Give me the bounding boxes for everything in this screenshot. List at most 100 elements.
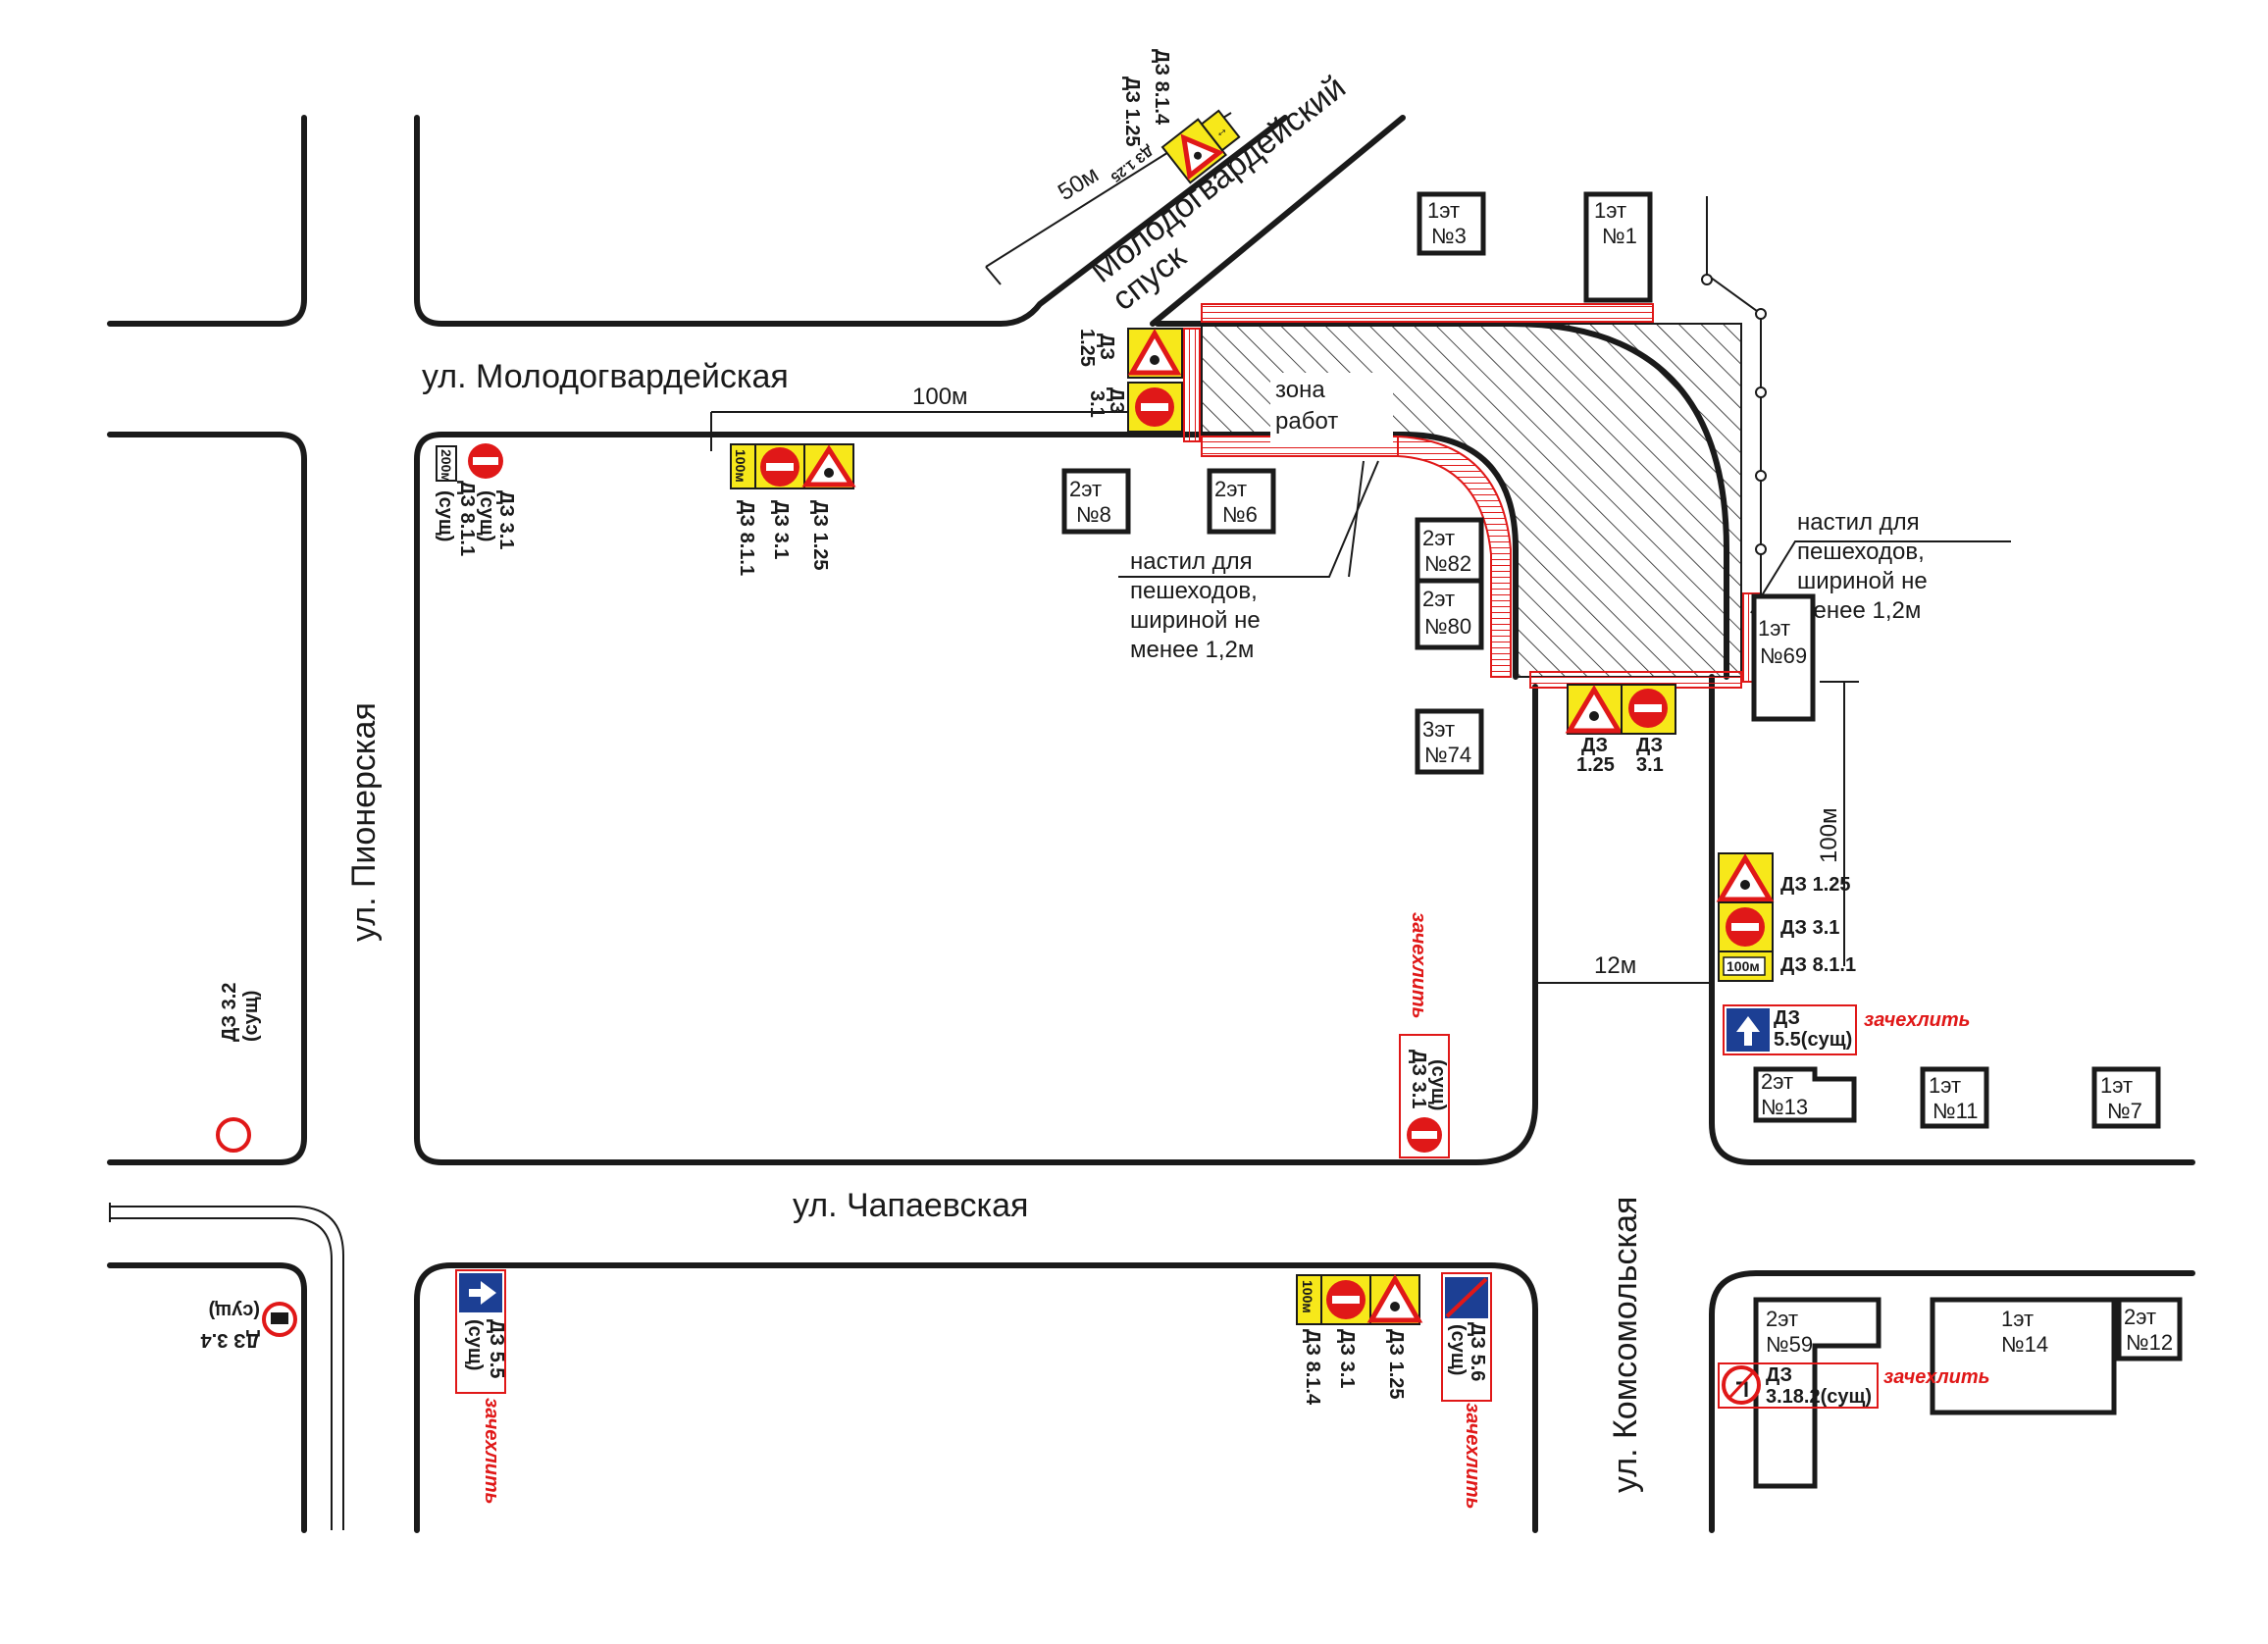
svg-text:ДЗ 8.1.1: ДЗ 8.1.1 [456,481,478,556]
lamp-line [1706,196,1762,677]
sign-stack-entrance: ДЗ 1.25 ДЗ 3.1 [1076,328,1183,433]
svg-text:5.5(сущ): 5.5(сущ) [1774,1029,1852,1051]
svg-text:100м: 100м [1727,958,1760,974]
svg-text:1эт: 1эт [2100,1073,2133,1098]
svg-text:2эт: 2эт [1422,587,1455,611]
pedestrian-deck [1183,328,1201,442]
sign-label: ДЗ [1106,387,1127,414]
sign-exist-3-1: ДЗ 3.1 (сущ) зачехлить [1399,912,1450,1158]
building: 1эт №69 [1751,593,1816,722]
work-zone-label: работ [1275,408,1338,435]
svg-text:ДЗ 3.1: ДЗ 3.1 [1408,1050,1429,1108]
building: 2эт №82 [1415,517,1484,584]
svg-text:(сущ): (сущ) [1427,1059,1449,1110]
tram-track [110,1206,344,1530]
svg-text:№82: №82 [1424,551,1471,576]
sign-exist-3-2: ДЗ 3.2 (сущ) [216,983,262,1153]
svg-text:3эт: 3эт [1422,717,1455,742]
svg-text:ДЗ 3.1: ДЗ 3.1 [495,490,517,549]
svg-text:1эт: 1эт [1594,198,1626,223]
svg-text:ДЗ: ДЗ [1774,1007,1800,1029]
svg-text:ДЗ: ДЗ [1636,735,1663,756]
svg-text:ДЗ 3.2: ДЗ 3.2 [219,983,240,1042]
svg-text:2эт: 2эт [1761,1069,1793,1094]
road-edge [1150,115,1406,327]
work-zone: зона работ [1183,274,1767,689]
svg-text:2эт: 2эт [2124,1305,2156,1329]
building: 2эт №6 [1207,468,1276,535]
building: 2эт №59 [1753,1297,1881,1489]
sign-group-curve-exit: ДЗ 1.25 ДЗ 3.1 [1565,684,1676,776]
tram-track [110,1217,333,1530]
sign-group-molodogvardeyskaya-left: 100м ДЗ 8.1.1 ДЗ 3.1 ДЗ 1.25 [730,443,856,576]
svg-text:100м: 100м [733,449,748,483]
note-line: менее 1,2м [1130,637,1254,663]
road-edge [107,1262,307,1533]
svg-text:1эт: 1эт [1929,1073,1961,1098]
svg-text:12м: 12м [1594,952,1636,979]
building: 2эт №12 [2116,1297,2183,1361]
svg-text:(сущ): (сущ) [209,1300,260,1321]
street-name-molodogvardeyskaya: ул. Молодогвардейская [422,358,789,395]
roadworks-triangle-icon [1565,685,1624,734]
svg-text:ДЗ 8.1.1: ДЗ 8.1.1 [1780,954,1856,976]
pedestrian-deck [1201,303,1654,323]
svg-text:1эт: 1эт [2001,1307,2034,1331]
svg-text:№12: №12 [2126,1330,2173,1355]
cover-note: зачехлить [1408,912,1429,1019]
svg-text:ДЗ 3.1: ДЗ 3.1 [1336,1329,1358,1388]
building: 1эт №3 [1417,191,1486,256]
svg-text:№3: №3 [1431,224,1467,248]
note-line: пешеходов, [1130,578,1258,604]
sign-group-pionerskaya-corner: 200м ДЗ 3.1 (сущ) ДЗ 8.1.1 (сущ) [435,443,517,556]
svg-text:ДЗ 1.25: ДЗ 1.25 [1385,1329,1407,1400]
svg-text:100м: 100м [912,384,968,410]
svg-text:3.1: 3.1 [1636,754,1664,776]
note-line: менее 1,2м [1797,597,1921,624]
cover-note: зачехлить [1883,1366,1990,1388]
svg-text:100м: 100м [1816,807,1842,863]
road-edge [107,432,307,1165]
building: 1эт №7 [2091,1066,2161,1129]
svg-text:ДЗ 8.1.4: ДЗ 8.1.4 [1302,1329,1323,1406]
svg-text:3.18.2(сущ): 3.18.2(сущ) [1766,1386,1872,1408]
road-edge [414,432,1190,1141]
sign-label: 1.25 [1076,329,1098,367]
road-edge [107,115,307,327]
note-line: шириной не [1130,607,1261,634]
road-edge [414,1262,1538,1533]
road-network [107,115,2195,1533]
svg-text:№80: №80 [1424,614,1471,639]
cover-note: зачехлить [1462,1403,1483,1510]
sign-exist-5-5: ДЗ 5.5 (сущ) зачехлить [455,1269,507,1505]
svg-text:1.25: 1.25 [1576,754,1615,776]
road-edge [1709,1270,2195,1533]
svg-text:(сущ): (сущ) [1447,1324,1469,1375]
svg-text:№59: №59 [1766,1332,1813,1357]
roadworks-triangle-icon [1366,1273,1423,1323]
svg-text:№14: №14 [2001,1332,2048,1357]
note-line: пешеходов, [1797,539,1925,565]
pedestrian-deck [1397,435,1512,678]
road-edge [414,684,1538,1165]
dimension-100m-right: 100м [1816,681,1859,966]
street-name-komsomolskaya: ул. Комсомольская [1607,1197,1644,1493]
lamp-post-icons [1701,274,1767,555]
sign-stack-komsomolskaya: 100м ДЗ 1.25 ДЗ 3.1 ДЗ 8.1.1 ДЗ 5.5(сущ)… [1716,852,1971,1055]
sign-label: ДЗ 8.1.4 [1151,49,1172,126]
sign-group-chapaevskaya: 100м ДЗ 8.1.4 ДЗ 3.1 ДЗ 1.25 ДЗ 5.6 (сущ… [1296,1272,1492,1510]
svg-text:ДЗ 5.6: ДЗ 5.6 [1467,1322,1488,1381]
svg-text:1эт: 1эт [1427,198,1460,223]
svg-text:2эт: 2эт [1069,477,1102,501]
note-right: настил для пешеходов, шириной не менее 1… [1750,509,2011,624]
roadworks-triangle-icon [1127,328,1182,376]
cover-note: зачехлить [481,1398,502,1505]
work-zone-label: зона [1275,377,1325,403]
road-edge [414,115,1288,327]
building: 2эт №8 [1061,468,1131,535]
svg-text:№7: №7 [2107,1099,2142,1123]
note-line: шириной не [1797,568,1928,594]
note-line: настил для [1130,548,1253,575]
dimension-12m: 12м [1535,952,1712,984]
sign-label: ДЗ 1.25 [1121,77,1143,147]
